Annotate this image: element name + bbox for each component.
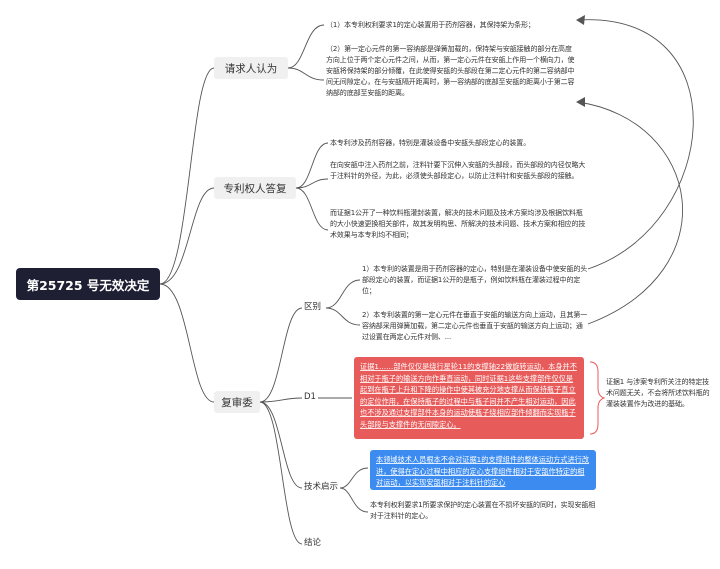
node-d1[interactable]: D1 bbox=[304, 392, 316, 402]
link-insp-box bbox=[339, 467, 369, 489]
d1-side-note: 证据1 与涉案专利所关注的特定技术问题无关，不会将所述饮料瓶的灌装装置作为改进的… bbox=[606, 378, 710, 408]
arrowhead-upper bbox=[576, 15, 585, 25]
link-board-difference bbox=[259, 307, 303, 403]
arrowhead-lower bbox=[576, 97, 585, 107]
link-insp-conclusion bbox=[339, 487, 369, 513]
link-diff-2 bbox=[325, 307, 361, 326]
branch-patentee[interactable]: 专利权人答复 bbox=[214, 177, 296, 199]
patentee-point-2: 在向安瓿中注入药剂之前，注料针要下沉伸入安瓿的头部段，而头部段的内径仅略大于注料… bbox=[330, 161, 586, 180]
inspiration-box: 本领域技术人员根本不会对证据1的支撑组件的整体运动方式进行改进，使得在定心过程中… bbox=[370, 450, 596, 490]
relation-curve-upper bbox=[577, 19, 694, 270]
node-difference[interactable]: 区别 bbox=[304, 302, 322, 312]
patentee-point-3: 而证据1公开了一种饮料瓶灌封装置，解决的技术问题及技术方案均涉及根据饮料瓶的大小… bbox=[330, 209, 586, 239]
claimant-point-1: （1）本专利权利要求1的定心装置用于药剂容器，其保持架为条形； bbox=[326, 21, 535, 29]
patentee-point-1: 本专利涉及药剂容器，特别是灌装设备中安瓿头部段定心的装置。 bbox=[330, 139, 531, 147]
conclusion-text: 本专利权利要求1所要求保护的定心装置在不损坏安瓿的同时，实现安瓿相对于注料针的定… bbox=[370, 501, 596, 520]
node-inspiration[interactable]: 技术启示 bbox=[304, 482, 339, 492]
d1-bracket bbox=[589, 361, 606, 435]
link-board-conclusion bbox=[259, 401, 303, 545]
link-patentee-3 bbox=[295, 187, 329, 231]
link-claimant-2 bbox=[287, 67, 325, 81]
link-diff-1 bbox=[325, 279, 361, 309]
root-node[interactable]: 第25725 号无效决定 bbox=[16, 268, 160, 300]
link-patentee-2 bbox=[295, 178, 329, 189]
link-root-board bbox=[159, 283, 215, 403]
link-patentee-1 bbox=[295, 142, 329, 189]
difference-point-2: 2）本专利装置的第一定心元件在垂直于安瓿的输送方向上运动，且其第一容纳部采用弹簧… bbox=[362, 311, 588, 341]
link-claimant-1 bbox=[287, 24, 325, 69]
relation-curve-lower bbox=[577, 101, 683, 325]
branch-board[interactable]: 复审委 bbox=[214, 391, 260, 413]
node-conclusion[interactable]: 结论 bbox=[304, 538, 322, 548]
d1-evidence-box: 证据1……部件仅仅是绕行星轮11的支撑轴22做旋转运动，本身并不相对于瓶子的输送… bbox=[354, 357, 584, 439]
difference-point-1: 1）本专利的装置是用于药剂容器的定心，特别是在灌装设备中使安瓿的头部段定心的装置… bbox=[362, 265, 588, 295]
link-board-d1 bbox=[259, 397, 303, 403]
link-root-patentee bbox=[159, 187, 215, 285]
branch-claimant[interactable]: 请求人认为 bbox=[214, 57, 288, 79]
link-board-inspiration bbox=[259, 401, 303, 489]
claimant-point-2: （2）第一定心元件的第一容纳部是弹簧加载的，保持架与安瓿接触的部分在高度方向上位… bbox=[326, 45, 575, 97]
link-root-claimant bbox=[159, 67, 215, 285]
